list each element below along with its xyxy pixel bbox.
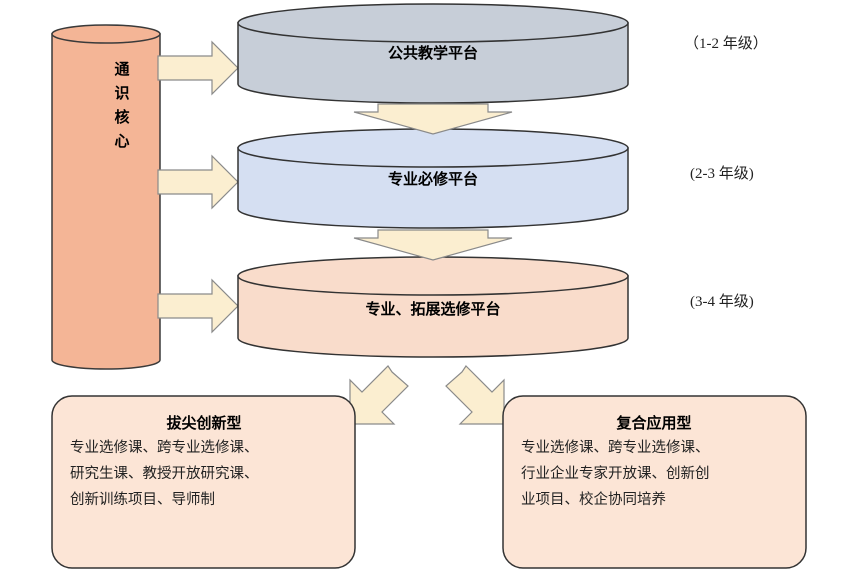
grade-label: (3-4 年级): [690, 293, 754, 310]
grade-label: （1-2 年级）: [684, 35, 768, 52]
outcome-line: 专业选修课、跨专业选修课、: [521, 439, 710, 456]
core-cylinder: 通 识 核 心: [51, 24, 161, 370]
outcome-line: 创新训练项目、导师制: [70, 491, 215, 508]
platform-cylinder-top: [237, 3, 629, 43]
platform-cylinder-top: [237, 256, 629, 296]
down-arrow: [353, 103, 513, 135]
outcome-title: 复合应用型: [615, 414, 691, 432]
outcome-box: [502, 395, 807, 569]
platform-label: 专业、拓展选修平台: [365, 300, 500, 318]
platform-cylinder-top: [237, 128, 629, 168]
outcome-arrows: [349, 365, 505, 425]
outcome-box: [51, 395, 356, 569]
platform-cylinder-body: [237, 22, 629, 104]
grade-label: (2-3 年级): [690, 165, 754, 182]
outcome-line: 行业企业专家开放课、创新创: [521, 464, 710, 482]
core-cylinder-body: [51, 33, 161, 370]
down-arrow: [353, 229, 513, 261]
core-arrows: [157, 40, 239, 334]
outcome-line: 业项目、校企协同培养: [521, 490, 666, 508]
core-cylinder-top: [51, 24, 161, 44]
platform-3: 专业、拓展选修平台 (3-4 年级): [237, 256, 754, 358]
down-right-arrow: [445, 365, 505, 425]
outcome-line: 专业选修课、跨专业选修课、: [70, 439, 259, 456]
core-char: 心: [114, 132, 129, 150]
platform-arrows: [353, 103, 513, 261]
down-left-arrow: [349, 365, 409, 425]
outcome-line: 研究生课、教授开放研究课、: [70, 465, 259, 482]
core-char: 核: [114, 108, 129, 126]
platform-label: 专业必修平台: [388, 170, 478, 188]
platform-cylinder-body: [237, 275, 629, 358]
platform-cylinder-body: [237, 147, 629, 229]
outcome-box-1: 拔尖创新型 专业选修课、跨专业选修课、 研究生课、教授开放研究课、 创新训练项目…: [51, 395, 356, 569]
right-arrow: [157, 278, 239, 334]
core-char: 通: [114, 60, 129, 78]
outcome-box-2: 复合应用型 专业选修课、跨专业选修课、 行业企业专家开放课、创新创 业项目、校企…: [502, 395, 807, 569]
right-arrow: [157, 40, 239, 96]
platform-label: 公共教学平台: [388, 44, 478, 62]
platform-1: 公共教学平台 （1-2 年级）: [237, 3, 768, 104]
platform-2: 专业必修平台 (2-3 年级): [237, 128, 754, 229]
right-arrow: [157, 154, 239, 210]
outcome-title: 拔尖创新型: [166, 414, 241, 432]
core-char: 识: [114, 84, 129, 102]
